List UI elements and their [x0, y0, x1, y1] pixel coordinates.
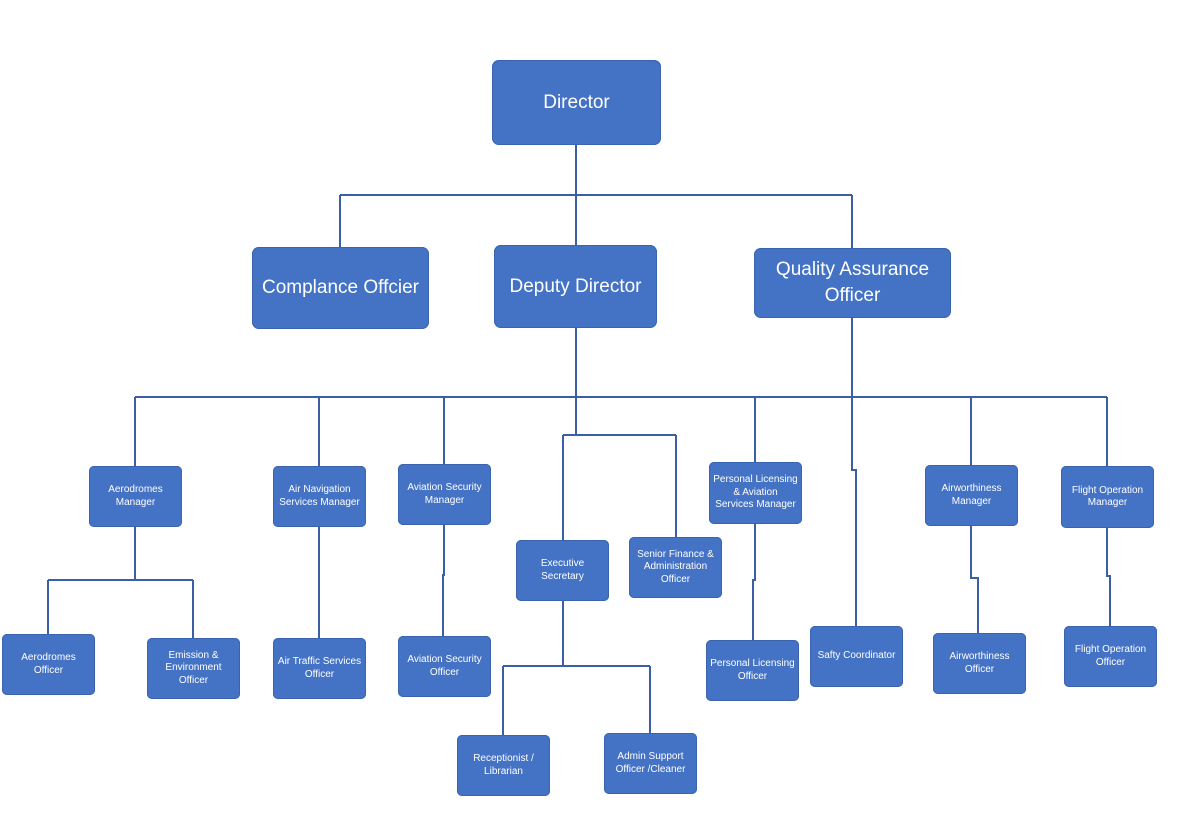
node-air-traffic-services-officer: Air Traffic Services Officer: [273, 638, 366, 699]
node-aviation-security-officer: Aviation Security Officer: [398, 636, 491, 697]
node-executive-secretary: Executive Secretary: [516, 540, 609, 601]
node-quality-assurance-officer-label: Quality Assurance Officer: [775, 259, 930, 306]
node-deputy-director-label: Deputy Director: [509, 275, 642, 297]
node-safety-coordinator: Safty Coordinator: [810, 626, 903, 687]
node-flight-operation-officer: Flight Operation Officer: [1064, 626, 1157, 687]
connector-airw-officer: [970, 526, 979, 633]
node-receptionist-librarian-label: Receptionist / Librarian: [473, 753, 534, 777]
node-safety-coordinator-label: Safty Coordinator: [817, 650, 896, 662]
node-airworthiness-manager: Airworthiness Manager: [925, 465, 1018, 526]
connector-avsec-officer: [442, 525, 445, 636]
node-personal-licensing-manager: Personal Licensing & Aviation Services M…: [709, 462, 802, 524]
node-emission-environment-officer-label: Emission & Environment Officer: [165, 649, 222, 686]
node-aviation-security-manager-label: Aviation Security Manager: [407, 482, 482, 506]
node-air-navigation-services-manager: Air Navigation Services Manager: [273, 466, 366, 527]
node-flight-operation-manager: Flight Operation Manager: [1061, 466, 1154, 528]
node-air-navigation-services-manager-label: Air Navigation Services Manager: [279, 484, 360, 508]
node-aviation-security-officer-label: Aviation Security Officer: [407, 654, 482, 678]
node-aerodromes-officer: Aerodromes Officer: [2, 634, 95, 695]
node-personal-licensing-officer: Personal Licensing Officer: [706, 640, 799, 701]
node-aerodromes-manager-label: Aerodromes Manager: [108, 484, 163, 508]
node-personal-licensing-manager-label: Personal Licensing & Aviation Services M…: [713, 474, 798, 511]
node-compliance-officer: Complance Offcier: [252, 247, 429, 329]
node-aviation-security-manager: Aviation Security Manager: [398, 464, 491, 525]
connector-flightop-officer: [1106, 528, 1111, 626]
node-compliance-officer-label: Complance Offcier: [262, 277, 419, 299]
node-airworthiness-officer-label: Airworthiness Officer: [949, 651, 1010, 675]
node-admin-support-officer-label: Admin Support Officer /Cleaner: [615, 751, 686, 775]
node-quality-assurance-officer: Quality Assurance Officer: [754, 248, 951, 318]
node-emission-environment-officer: Emission & Environment Officer: [147, 638, 240, 699]
node-aerodromes-officer-label: Aerodromes Officer: [21, 652, 76, 676]
node-admin-support-officer: Admin Support Officer /Cleaner: [604, 733, 697, 794]
node-senior-finance-officer: Senior Finance & Administration Officer: [629, 537, 722, 598]
node-receptionist-librarian: Receptionist / Librarian: [457, 735, 550, 796]
connector-pl-officer: [752, 524, 756, 640]
node-airworthiness-officer: Airworthiness Officer: [933, 633, 1026, 694]
connector-safety: [851, 397, 857, 626]
node-airworthiness-manager-label: Airworthiness Manager: [941, 483, 1002, 507]
node-aerodromes-manager: Aerodromes Manager: [89, 466, 182, 527]
node-flight-operation-manager-label: Flight Operation Manager: [1071, 484, 1144, 509]
node-flight-operation-officer-label: Flight Operation Officer: [1074, 644, 1147, 668]
node-director-label: Director: [543, 91, 610, 113]
node-air-traffic-services-officer-label: Air Traffic Services Officer: [277, 656, 362, 680]
node-deputy-director: Deputy Director: [494, 245, 657, 328]
node-personal-licensing-officer-label: Personal Licensing Officer: [710, 658, 795, 682]
node-director: Director: [492, 60, 661, 145]
node-executive-secretary-label: Executive Secretary: [540, 558, 585, 582]
node-senior-finance-officer-label: Senior Finance & Administration Officer: [637, 548, 714, 585]
